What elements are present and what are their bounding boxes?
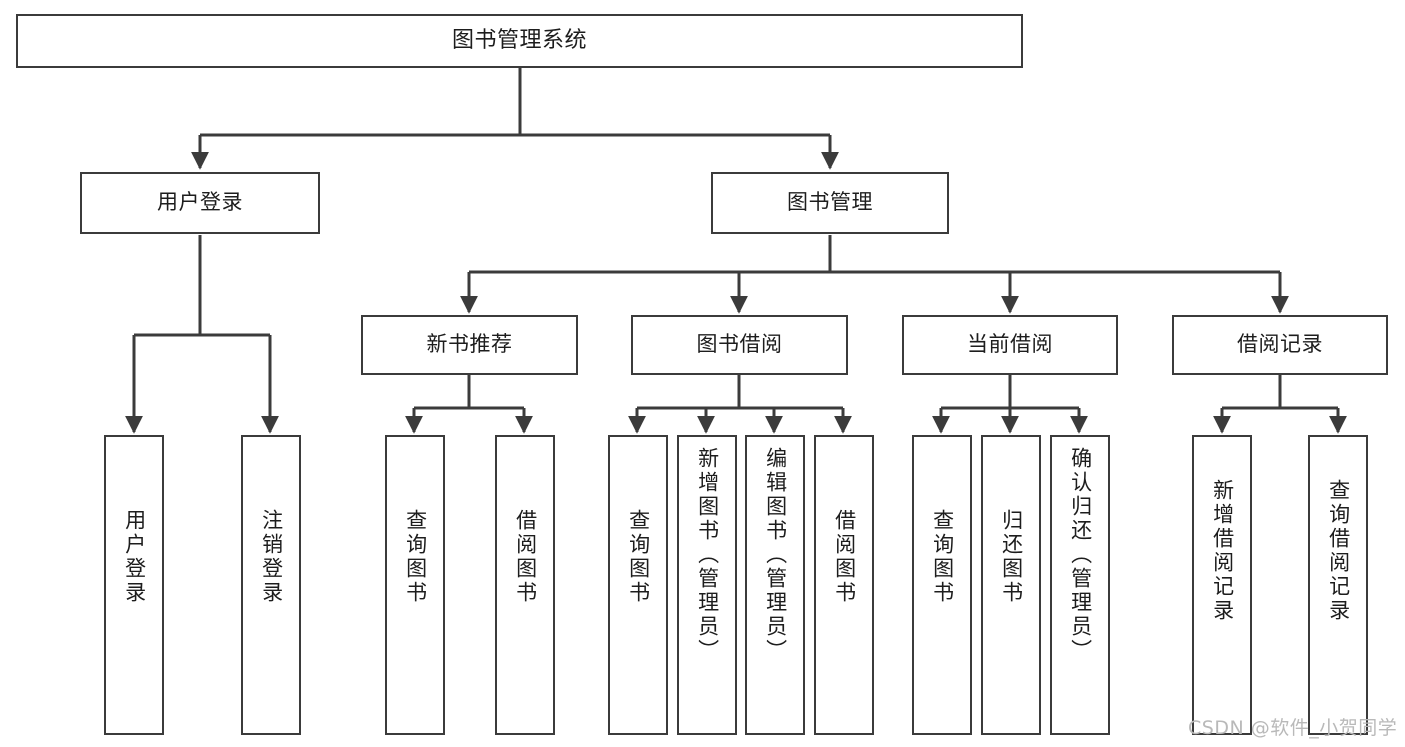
node-book-borrow-label: 图书借阅	[696, 332, 783, 357]
node-new-book-rec-label: 新书推荐	[426, 332, 513, 357]
node-borrow-record-label: 借阅记录	[1237, 332, 1323, 357]
node-leaf-query-book-2-label: 查询图书	[626, 509, 651, 605]
node-current-borrow[interactable]: 当前借阅	[902, 315, 1118, 375]
node-user-login-label: 用户登录	[157, 190, 243, 215]
node-leaf-add-record-label: 新增借阅记录	[1210, 479, 1235, 623]
node-leaf-edit-book[interactable]: 编辑图书（管理员）	[745, 435, 805, 735]
node-leaf-user-logout[interactable]: 注销登录	[241, 435, 301, 735]
node-leaf-query-book-2[interactable]: 查询图书	[608, 435, 668, 735]
node-leaf-borrow-book-2-label: 借阅图书	[832, 509, 857, 605]
node-leaf-query-record[interactable]: 查询借阅记录	[1308, 435, 1368, 735]
node-leaf-query-book-3[interactable]: 查询图书	[912, 435, 972, 735]
node-new-book-rec[interactable]: 新书推荐	[361, 315, 578, 375]
node-leaf-query-record-label: 查询借阅记录	[1326, 479, 1351, 623]
node-leaf-add-book-label: 新增图书（管理员）	[695, 447, 720, 663]
node-leaf-edit-book-label: 编辑图书（管理员）	[763, 447, 788, 663]
node-user-login[interactable]: 用户登录	[80, 172, 320, 234]
node-book-manage[interactable]: 图书管理	[711, 172, 949, 234]
node-root[interactable]: 图书管理系统	[16, 14, 1023, 68]
node-leaf-borrow-book-1-label: 借阅图书	[513, 509, 538, 605]
csdn-watermark: CSDN @软件_小贺同学	[1188, 717, 1398, 739]
node-leaf-add-book[interactable]: 新增图书（管理员）	[677, 435, 737, 735]
node-leaf-user-logout-label: 注销登录	[259, 509, 284, 605]
node-leaf-return-book[interactable]: 归还图书	[981, 435, 1041, 735]
node-leaf-return-book-label: 归还图书	[999, 509, 1024, 605]
node-leaf-user-login[interactable]: 用户登录	[104, 435, 164, 735]
node-leaf-user-login-label: 用户登录	[122, 509, 147, 605]
node-leaf-query-book-1[interactable]: 查询图书	[385, 435, 445, 735]
node-leaf-confirm-return[interactable]: 确认归还（管理员）	[1050, 435, 1110, 735]
node-leaf-borrow-book-1[interactable]: 借阅图书	[495, 435, 555, 735]
node-root-label: 图书管理系统	[451, 27, 587, 53]
node-leaf-add-record[interactable]: 新增借阅记录	[1192, 435, 1252, 735]
node-book-borrow[interactable]: 图书借阅	[631, 315, 848, 375]
node-current-borrow-label: 当前借阅	[967, 332, 1053, 357]
node-leaf-confirm-return-label: 确认归还（管理员）	[1068, 447, 1093, 663]
node-leaf-borrow-book-2[interactable]: 借阅图书	[814, 435, 874, 735]
node-book-manage-label: 图书管理	[787, 190, 873, 215]
node-leaf-query-book-3-label: 查询图书	[930, 509, 955, 605]
node-borrow-record[interactable]: 借阅记录	[1172, 315, 1388, 375]
node-leaf-query-book-1-label: 查询图书	[403, 509, 428, 605]
